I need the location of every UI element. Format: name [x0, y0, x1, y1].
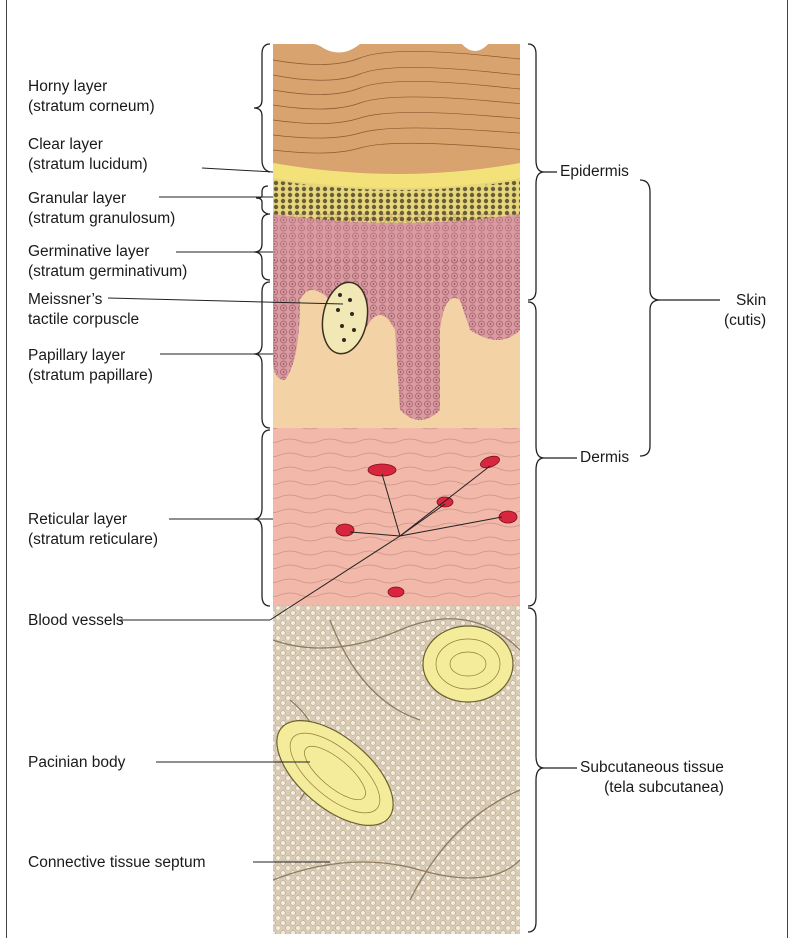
blood-vessel: [336, 524, 354, 536]
label-text: Germinative layer: [28, 242, 187, 262]
label-dermis: Dermis: [580, 448, 629, 468]
label-pacinian-body: Pacinian body: [28, 753, 125, 773]
label-text: (stratum papillare): [28, 366, 153, 386]
label-text: Papillary layer: [28, 346, 153, 366]
label-text: Reticular layer: [28, 510, 158, 530]
label-blood-vessels: Blood vessels: [28, 611, 124, 631]
label-text: (stratum reticulare): [28, 530, 158, 550]
label-text: (stratum granulosum): [28, 209, 175, 229]
label-skin: Skin (cutis): [724, 291, 766, 331]
label-text: (stratum germinativum): [28, 262, 187, 282]
label-reticular-layer: Reticular layer (stratum reticulare): [28, 510, 158, 550]
label-text: Connective tissue septum: [28, 853, 205, 873]
label-text: tactile corpuscle: [28, 310, 139, 330]
label-text: Blood vessels: [28, 611, 124, 631]
label-germinative-layer: Germinative layer (stratum germinativum): [28, 242, 187, 282]
label-text: Skin: [724, 291, 766, 311]
label-connective-tissue-septum: Connective tissue septum: [28, 853, 205, 873]
label-text: Epidermis: [560, 162, 629, 182]
horny-layer: [273, 41, 520, 175]
blood-vessel: [388, 587, 404, 597]
label-subcutaneous-tissue: Subcutaneous tissue (tela subcutanea): [580, 758, 724, 798]
label-granular-layer: Granular layer (stratum granulosum): [28, 189, 175, 229]
label-meissner-corpuscle: Meissner’s tactile corpuscle: [28, 290, 139, 330]
label-horny-layer: Horny layer (stratum corneum): [28, 77, 155, 117]
label-text: (stratum corneum): [28, 97, 155, 117]
label-text: (stratum lucidum): [28, 155, 148, 175]
label-text: Granular layer: [28, 189, 175, 209]
label-clear-layer: Clear layer (stratum lucidum): [28, 135, 148, 175]
label-text: Dermis: [580, 448, 629, 468]
pacinian-body-2: [423, 626, 513, 702]
label-text: Meissner’s: [28, 290, 139, 310]
label-text: Horny layer: [28, 77, 155, 97]
label-text: Clear layer: [28, 135, 148, 155]
label-papillary-layer: Papillary layer (stratum papillare): [28, 346, 153, 386]
label-text: Pacinian body: [28, 753, 125, 773]
label-text: (tela subcutanea): [580, 778, 724, 798]
label-text: (cutis): [724, 311, 766, 331]
label-epidermis: Epidermis: [560, 162, 629, 182]
label-text: Subcutaneous tissue: [580, 758, 724, 778]
